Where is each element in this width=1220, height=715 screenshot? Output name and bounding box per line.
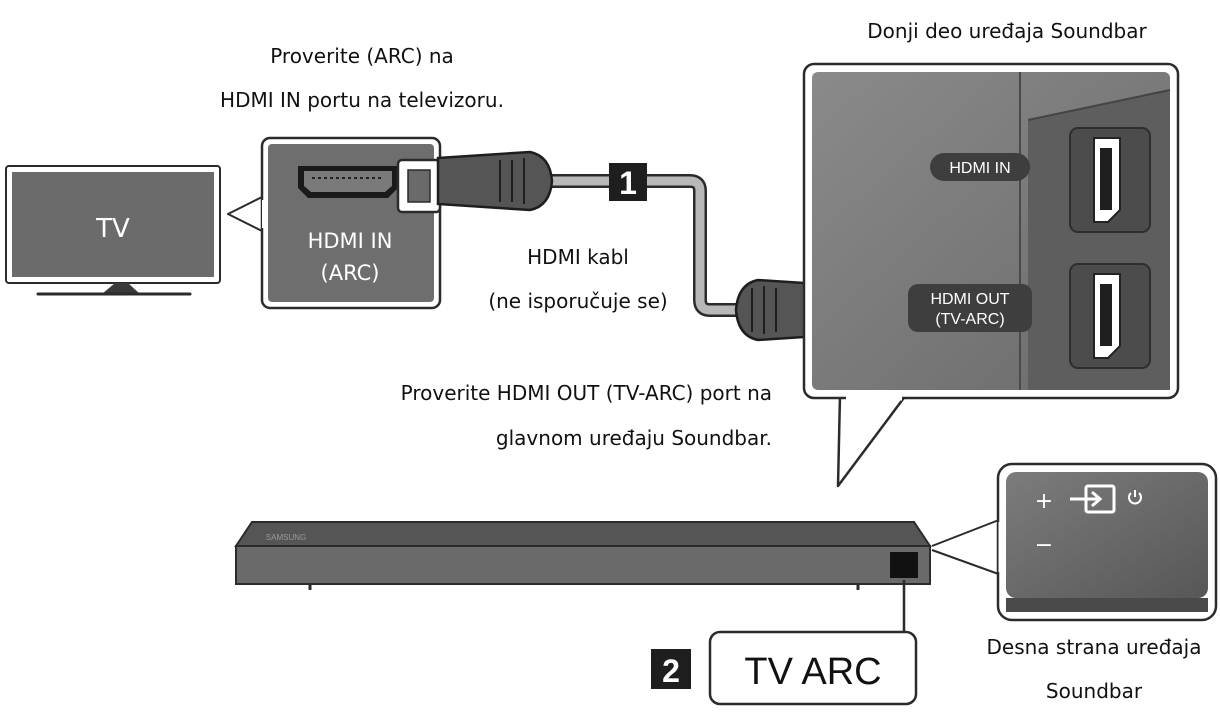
tv-port-label-line2: (ARC): [321, 261, 380, 285]
step-1-label: 1: [619, 165, 637, 201]
tv-hdmi-port-callout: HDMI IN (ARC): [227, 136, 442, 310]
volume-up-icon: +: [1035, 489, 1053, 514]
soundbar-port-out-label-line1: HDMI OUT: [930, 291, 1009, 308]
tv-arc-step: TV ARC 2: [651, 580, 918, 706]
source-input-icon: [1070, 484, 1116, 514]
soundbar-illustration: SAMSUNG: [234, 521, 932, 590]
step-badge-1: 1: [609, 163, 647, 201]
soundbar-port-out-label-line2: (TV-ARC): [935, 311, 1004, 328]
side-panel-caption-line1: Desna strana uređaja: [987, 635, 1202, 659]
tv-arc-label: TV ARC: [744, 651, 881, 693]
side-panel-callout: + −: [931, 462, 1218, 622]
tv-label: TV: [95, 214, 130, 244]
tv-illustration: TV: [5, 165, 221, 296]
tv-port-label-line1: HDMI IN: [308, 229, 393, 253]
tv-port-note-line1: Proverite (ARC) na: [270, 44, 454, 68]
hdmi-in-port-icon: [1093, 137, 1121, 223]
soundbar-port-in-label: HDMI IN: [949, 160, 1010, 177]
tv-hdmi-port-icon: [298, 166, 398, 198]
hdmi-plug-left: [396, 150, 554, 214]
cable-label-line2: (ne isporučuje se): [488, 289, 667, 313]
tv-port-note-line2: HDMI IN portu na televizoru.: [220, 88, 504, 112]
soundbar-bottom-title: Donji deo uređaja Soundbar: [867, 19, 1147, 43]
soundbar-note-line2: glavnom uređaju Soundbar.: [496, 426, 772, 450]
soundbar-bottom-callout: HDMI IN HDMI OUT (TV-ARC): [802, 62, 1180, 488]
soundbar-brand: SAMSUNG: [266, 533, 306, 542]
cable-label-line1: HDMI kabl: [527, 245, 629, 269]
power-icon: [1128, 490, 1142, 505]
side-panel-caption-line2: Soundbar: [1046, 679, 1143, 703]
soundbar-note-line1: Proverite HDMI OUT (TV-ARC) port na: [401, 381, 772, 405]
volume-down-icon: −: [1035, 533, 1053, 558]
hdmi-out-port-icon: [1093, 273, 1121, 359]
step-2-label: 2: [662, 653, 680, 689]
